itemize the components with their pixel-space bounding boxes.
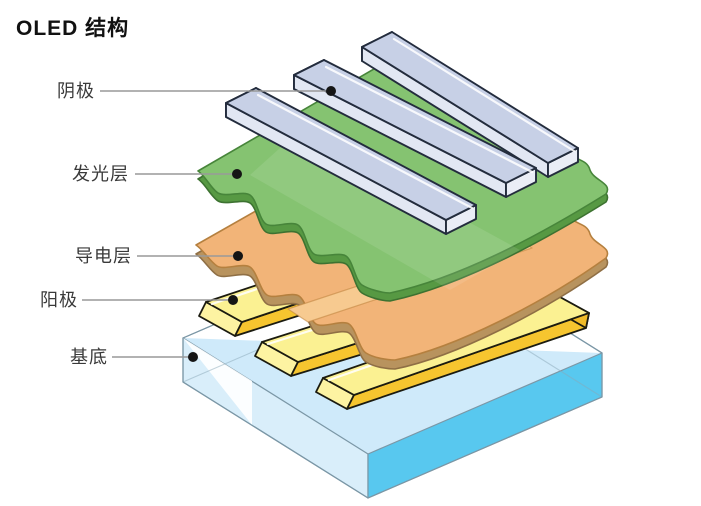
label-substrate: 基底 [70, 347, 108, 367]
substrate-left-highlight [183, 338, 252, 425]
emitting-layer-sheet [197, 61, 609, 302]
leader-dot-cathode [326, 86, 336, 96]
leader-dot-anode [228, 295, 238, 305]
label-emitting-layer: 发光层 [72, 164, 129, 184]
cathode-bar-left [225, 87, 477, 235]
figure-title: OLED 结构 [16, 17, 130, 40]
leader-dot-conductive-layer [233, 251, 243, 261]
cathode-bar-middle [293, 59, 537, 198]
cathode-bar-right [361, 31, 579, 178]
label-conductive-layer: 导电层 [75, 246, 132, 266]
leader-dot-emitting-layer [232, 169, 242, 179]
emitting-layer-sheen [250, 130, 520, 290]
label-cathode: 阴极 [57, 81, 95, 101]
cathode-bars [225, 31, 579, 235]
leader-lines [82, 86, 336, 362]
label-anode: 阳极 [40, 290, 78, 310]
leader-dot-substrate [188, 352, 198, 362]
